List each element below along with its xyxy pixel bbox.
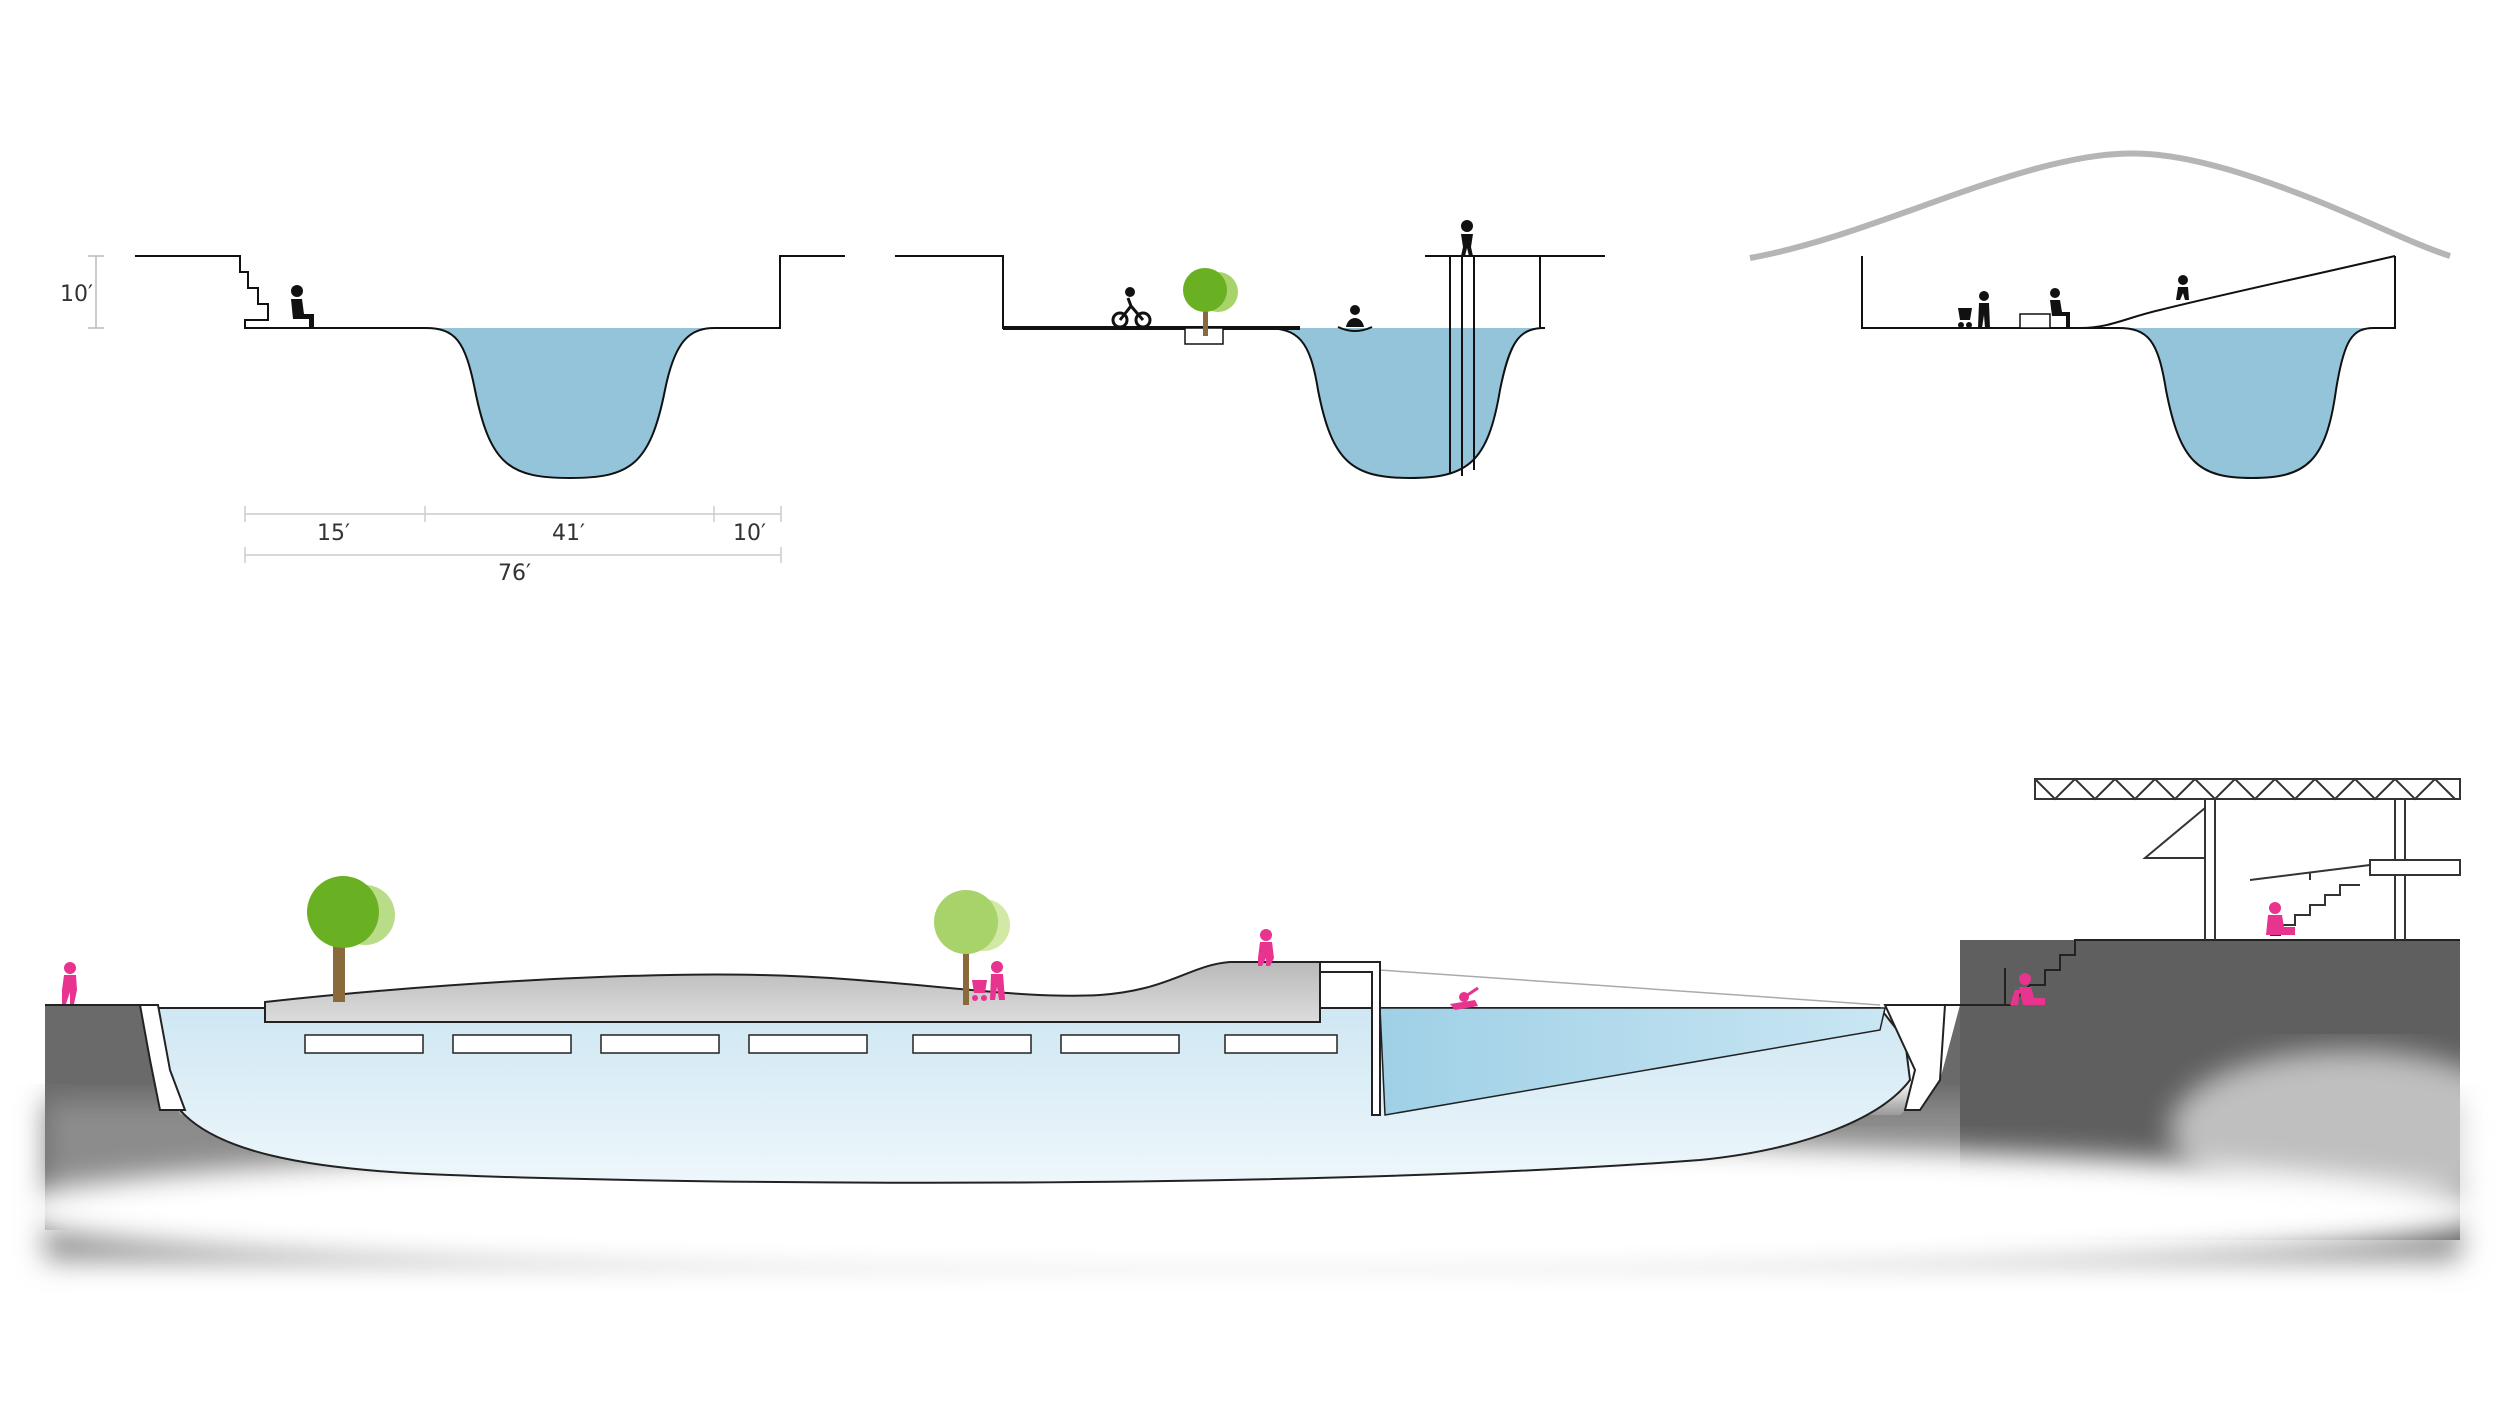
width-dimensions: 15′ 41′ 10′ 76′ <box>244 506 782 586</box>
height-label: 10′ <box>60 282 93 307</box>
swimmer-icon <box>1450 986 1479 1010</box>
person-icon <box>1258 929 1274 966</box>
grey-mound <box>264 961 1321 1023</box>
stroller-icon <box>972 961 1005 1001</box>
divider-wall <box>1319 961 1381 1116</box>
tree-icon <box>934 890 1010 1005</box>
section-3 <box>1749 150 2451 480</box>
section-3-roof <box>1749 150 2451 261</box>
section-1-water <box>425 328 715 478</box>
seated-person-icon <box>2010 973 2045 1005</box>
cyclist-icon <box>1111 287 1152 329</box>
seated-person-icon <box>2266 902 2295 935</box>
tree-icon <box>1183 268 1238 336</box>
section-2 <box>895 220 1605 480</box>
bench <box>2019 313 2051 329</box>
seated-person-icon <box>291 285 314 328</box>
underground-openings <box>304 1034 1338 1054</box>
width-label-1: 15′ <box>317 521 350 546</box>
section-1-profile <box>135 255 845 480</box>
section-2-profile <box>895 255 1605 480</box>
sitting-person-icon <box>1337 305 1373 332</box>
width-label-2: 41′ <box>552 521 585 546</box>
total-width-label: 76′ <box>498 561 531 586</box>
truss-roof-icon <box>2034 777 2461 940</box>
seated-person-icon <box>2050 288 2070 328</box>
section-1: 10′ 15′ 41′ 10′ 76′ <box>60 255 845 586</box>
left-wall <box>138 1004 187 1111</box>
right-terrain-stairs <box>1945 939 2460 1006</box>
tree-icon <box>307 876 395 1002</box>
standing-person-icon <box>1461 220 1473 256</box>
stroller-icon <box>1958 291 1990 328</box>
person-icon <box>62 962 77 1004</box>
canopy-line <box>1379 969 1881 1006</box>
height-dimension: 10′ <box>60 255 104 329</box>
section-3-profile <box>1861 255 2396 480</box>
section-3-water <box>2118 328 2374 478</box>
walking-person-icon <box>2176 275 2189 300</box>
width-label-3: 10′ <box>733 521 766 546</box>
swim-basin <box>1379 1007 1886 1116</box>
long-section <box>0 777 2500 1280</box>
